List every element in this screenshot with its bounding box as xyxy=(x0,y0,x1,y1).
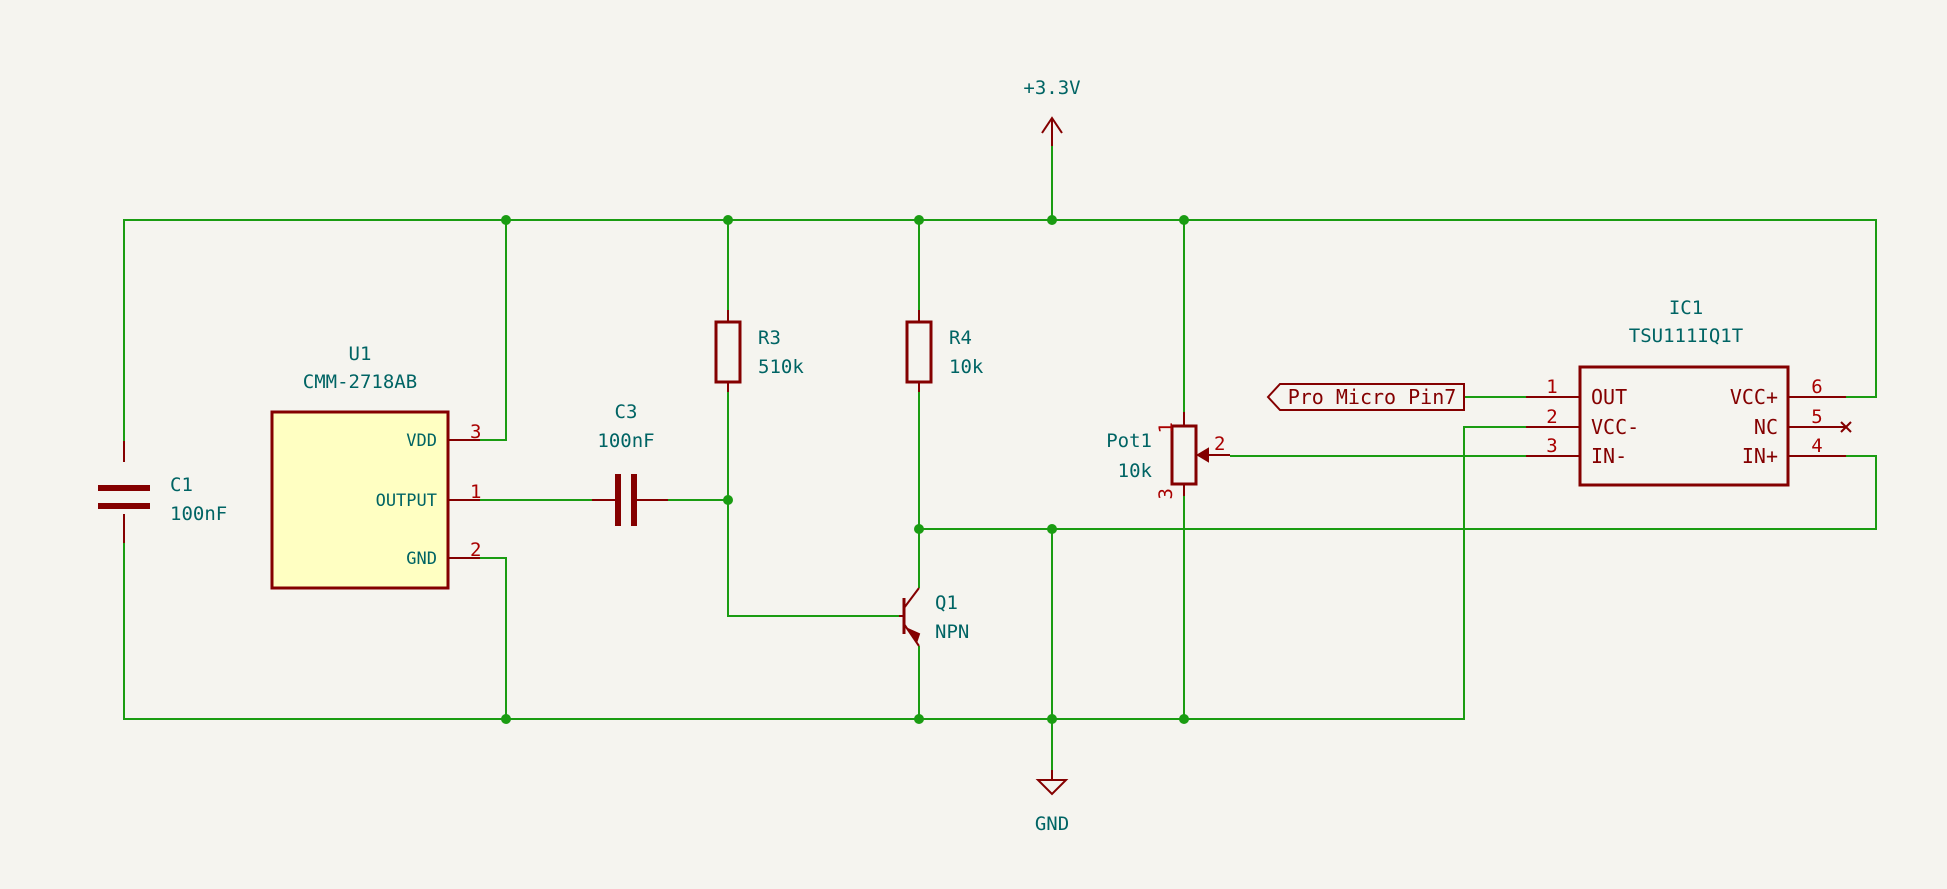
net-label-text: Pro Micro Pin7 xyxy=(1288,385,1457,409)
r4-body xyxy=(905,320,933,384)
c1-value: 100nF xyxy=(170,503,227,525)
r4-ref: R4 xyxy=(949,327,972,349)
wire-top-rail xyxy=(123,219,1877,441)
u1-pin-num: 1 xyxy=(470,481,481,503)
net-label-pro-micro-pin7[interactable]: Pro Micro Pin7 xyxy=(1266,383,1465,411)
net-label-flag xyxy=(1266,383,1465,411)
u1-body xyxy=(270,410,450,590)
ic1-pin-in-plus: IN+ xyxy=(1742,444,1778,468)
pot1-pin-num: 2 xyxy=(1214,433,1225,455)
junction xyxy=(1047,215,1057,225)
u1-pin-output: OUTPUT xyxy=(376,491,437,511)
gnd-triangle-icon xyxy=(1035,779,1069,796)
ic1-pin-num: 6 xyxy=(1811,376,1822,398)
r4-value: 10k xyxy=(949,356,984,378)
junction xyxy=(914,215,924,225)
ic1-pin-vcc-minus: VCC- xyxy=(1591,415,1639,439)
u1-pin-num: 3 xyxy=(470,421,481,443)
vcc-power-symbol[interactable]: +3.3V xyxy=(1023,77,1081,146)
ic1-pin-num: 4 xyxy=(1811,435,1822,457)
resistor-r4[interactable]: R4 10k xyxy=(905,310,984,392)
pot1-value: 10k xyxy=(1118,460,1153,482)
c1-ref: C1 xyxy=(170,474,193,496)
transistor-q1[interactable]: Q1 NPN xyxy=(899,587,969,647)
wire-u1-gnd xyxy=(480,557,507,719)
wire-bottom-rail xyxy=(123,426,1526,720)
wire-r3-bottom xyxy=(727,382,899,617)
wire-mid-rail xyxy=(919,455,1877,530)
q1-collector xyxy=(903,587,920,609)
junction xyxy=(1179,714,1189,724)
junctions xyxy=(501,215,1189,724)
pot1-pin-num: 1 xyxy=(1155,422,1177,433)
q1-emitter-arrow-icon xyxy=(907,627,921,643)
pot1-body xyxy=(1170,424,1198,486)
vcc-label: +3.3V xyxy=(1023,77,1080,99)
wires xyxy=(123,146,1877,780)
pot1-wiper-arrow-icon xyxy=(1196,447,1209,463)
q1-value: NPN xyxy=(935,621,969,643)
capacitor-c1[interactable]: C1 100nF xyxy=(98,441,227,543)
u1-ref: U1 xyxy=(349,343,372,365)
ic1-pin-in-minus: IN- xyxy=(1591,444,1627,468)
pot1-ref: Pot1 xyxy=(1106,430,1152,452)
junction xyxy=(914,714,924,724)
wire-u1-vdd xyxy=(480,220,507,441)
ic1-pin-out: OUT xyxy=(1591,385,1627,409)
gnd-power-symbol[interactable]: GND xyxy=(1035,770,1069,835)
ic1-pin-num: 1 xyxy=(1546,376,1557,398)
r3-value: 510k xyxy=(758,356,804,378)
resistor-r3[interactable]: R3 510k xyxy=(714,310,804,392)
junction xyxy=(501,215,511,225)
component-ic1[interactable]: IC1 TSU111IQ1T 1 2 3 OUT VCC- IN- 6 5 4 … xyxy=(1526,297,1852,487)
u1-value: CMM-2718AB xyxy=(303,371,417,393)
component-u1[interactable]: U1 CMM-2718AB VDD OUTPUT GND 3 1 2 xyxy=(270,343,481,590)
junction xyxy=(1047,714,1057,724)
u1-pin-num: 2 xyxy=(470,539,481,561)
junction xyxy=(501,714,511,724)
junction xyxy=(1047,524,1057,534)
gnd-label: GND xyxy=(1035,813,1069,835)
junction xyxy=(1179,215,1189,225)
pot1-pin-num: 3 xyxy=(1155,488,1177,499)
r3-body xyxy=(714,320,742,384)
r3-ref: R3 xyxy=(758,327,781,349)
no-connect-icon xyxy=(1840,421,1852,433)
junction xyxy=(723,495,733,505)
u1-pin-gnd: GND xyxy=(406,549,437,569)
c3-value: 100nF xyxy=(597,430,654,452)
q1-ref: Q1 xyxy=(935,592,958,614)
junction xyxy=(914,524,924,534)
potentiometer-pot1[interactable]: 1 2 3 Pot1 10k xyxy=(1106,412,1230,499)
capacitor-c3[interactable]: C3 100nF xyxy=(592,401,668,526)
ic1-pin-num: 2 xyxy=(1546,406,1557,428)
ic1-value: TSU111IQ1T xyxy=(1629,325,1743,347)
q1-emitter xyxy=(903,623,920,647)
junction xyxy=(723,215,733,225)
ic1-pin-vcc-plus: VCC+ xyxy=(1730,385,1778,409)
ic1-pin-nc: NC xyxy=(1754,415,1778,439)
ic1-pin-num: 3 xyxy=(1546,435,1557,457)
ic1-pin-num: 5 xyxy=(1811,406,1822,428)
u1-pin-vdd: VDD xyxy=(406,431,437,451)
ic1-ref: IC1 xyxy=(1669,297,1703,319)
c3-ref: C3 xyxy=(615,401,638,423)
